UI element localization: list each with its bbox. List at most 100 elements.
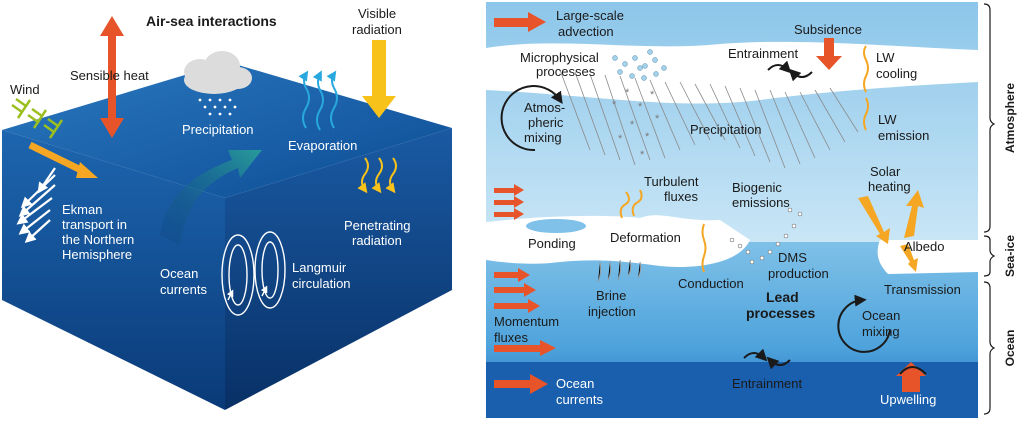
left-panel: Air-sea interactions Visible radiation S… bbox=[2, 6, 452, 410]
ocean-block-top-face bbox=[2, 62, 452, 198]
lw-emission-label-1: LW bbox=[878, 112, 897, 127]
biogenic-label-1: Biogenic bbox=[732, 180, 782, 195]
ocean-block-right-face bbox=[225, 128, 452, 410]
lw-cooling-label-2: cooling bbox=[876, 66, 917, 81]
subsidence-arrow bbox=[816, 38, 842, 70]
svg-text:*: * bbox=[650, 89, 655, 101]
ocean-side-label: Ocean bbox=[1003, 330, 1017, 367]
penetrating-label-2: radiation bbox=[352, 233, 402, 248]
brine-label-1: Brine bbox=[596, 288, 626, 303]
advection-arrows bbox=[494, 12, 556, 394]
ekman-label-1: Ekman bbox=[62, 202, 102, 217]
right-panel: *** *** *** bbox=[486, 2, 1017, 418]
wind-arrow bbox=[28, 141, 87, 176]
ponding-pool bbox=[526, 219, 586, 233]
momentum-label-2: fluxes bbox=[494, 330, 528, 345]
brine-lines bbox=[597, 259, 642, 283]
wind-label: Wind bbox=[10, 82, 40, 97]
microphysical-particles-icon bbox=[612, 49, 667, 81]
svg-text:*: * bbox=[618, 133, 623, 145]
visible-radiation-arrow bbox=[362, 40, 396, 118]
lead-label-2: processes bbox=[746, 305, 815, 321]
lead-label-1: Lead bbox=[766, 289, 799, 305]
ekman-label-4: Hemisphere bbox=[62, 247, 132, 262]
svg-text:*: * bbox=[612, 99, 617, 111]
evaporation-arrows-icon bbox=[298, 70, 338, 131]
lw-emission-label-2: emission bbox=[878, 128, 929, 143]
momentum-label-1: Momentum bbox=[494, 314, 559, 329]
ocean-mixing-label-1: Ocean bbox=[862, 308, 900, 323]
turbulent-label-1: Turbulent bbox=[644, 174, 699, 189]
atmospheric-mixing-label-1: Atmos- bbox=[524, 100, 565, 115]
side-brackets bbox=[983, 3, 996, 415]
sea-ice-side-label: Sea-ice bbox=[1003, 235, 1017, 277]
svg-text:*: * bbox=[630, 119, 635, 131]
solar-heating-arrows bbox=[858, 190, 924, 272]
langmuir-circulation-icon bbox=[221, 231, 286, 316]
atmospheric-mixing-label-3: mixing bbox=[524, 130, 562, 145]
subsidence-label: Subsidence bbox=[794, 22, 862, 37]
precipitation-dots-icon bbox=[198, 98, 237, 116]
cloud-icon bbox=[184, 51, 252, 94]
svg-text:*: * bbox=[655, 113, 660, 125]
brine-label-2: injection bbox=[588, 304, 636, 319]
snowflakes-icon: *** *** *** bbox=[612, 87, 660, 161]
deep-ocean-band bbox=[486, 362, 978, 418]
wind-barbs-icon bbox=[11, 97, 64, 139]
atmosphere-side-label: Atmosphere bbox=[1003, 83, 1017, 153]
langmuir-label-2: circulation bbox=[292, 276, 351, 291]
solar-label-1: Solar bbox=[870, 164, 901, 179]
turbulent-flux-arrows bbox=[619, 189, 643, 219]
ekman-arrows-icon bbox=[16, 167, 56, 243]
albedo-label: Albedo bbox=[904, 239, 944, 254]
ocean-block-left-face bbox=[2, 130, 225, 410]
sensible-heat-arrow bbox=[100, 16, 124, 138]
turbulent-label-2: fluxes bbox=[664, 189, 698, 204]
large-scale-label-1: Large-scale bbox=[556, 8, 624, 23]
svg-text:*: * bbox=[640, 149, 645, 161]
air-sea-title: Air-sea interactions bbox=[146, 13, 277, 29]
conduction-label: Conduction bbox=[678, 276, 744, 291]
visible-radiation-label-1: Visible bbox=[358, 6, 396, 21]
microphysical-label-1: Microphysical bbox=[520, 50, 599, 65]
atmosphere-background bbox=[486, 2, 978, 242]
sensible-heat-label: Sensible heat bbox=[70, 68, 149, 83]
evaporation-label: Evaporation bbox=[288, 138, 357, 153]
dms-label-1: DMS bbox=[778, 250, 807, 265]
transmission-label: Transmission bbox=[884, 282, 961, 297]
microphysical-label-2: processes bbox=[536, 64, 596, 79]
visible-radiation-label-2: radiation bbox=[352, 22, 402, 37]
langmuir-label-1: Langmuir bbox=[292, 260, 347, 275]
ekman-label-2: transport in bbox=[62, 217, 127, 232]
mixing-circles bbox=[500, 60, 927, 375]
dms-bubbles-icon bbox=[729, 207, 803, 265]
svg-text:*: * bbox=[625, 87, 630, 99]
lw-cooling-label-1: LW bbox=[876, 50, 895, 65]
upwelling-label: Upwelling bbox=[880, 392, 936, 407]
entrainment-bottom-label: Entrainment bbox=[732, 376, 802, 391]
ocean-current-plume bbox=[160, 150, 262, 245]
dms-label-2: production bbox=[768, 266, 829, 281]
precipitation-streaks bbox=[559, 69, 859, 169]
solar-label-2: heating bbox=[868, 179, 911, 194]
wind-arrowhead bbox=[76, 162, 98, 178]
ocean-currents-label-2-left: currents bbox=[160, 282, 207, 297]
svg-text:*: * bbox=[645, 131, 650, 143]
entrainment-top-label: Entrainment bbox=[728, 46, 798, 61]
upwelling-arrow bbox=[896, 362, 926, 392]
atmospheric-mixing-label-2: pheric bbox=[528, 115, 564, 130]
ocean-currents-label-1-right: Ocean bbox=[556, 376, 594, 391]
ekman-label-3: the Northern bbox=[62, 232, 134, 247]
penetrating-label-1: Penetrating bbox=[344, 218, 411, 233]
ponding-label: Ponding bbox=[528, 236, 576, 251]
ocean-currents-label-1-left: Ocean bbox=[160, 266, 198, 281]
deformation-label: Deformation bbox=[610, 230, 681, 245]
ocean-currents-label-2-right: currents bbox=[556, 392, 603, 407]
svg-text:*: * bbox=[638, 101, 643, 113]
precipitation-label-right: Precipitation bbox=[690, 122, 762, 137]
ocean-mixing-label-2: mixing bbox=[862, 324, 900, 339]
lw-arrows bbox=[863, 45, 869, 131]
large-scale-label-2: advection bbox=[558, 24, 614, 39]
precipitation-label-left: Precipitation bbox=[182, 122, 254, 137]
